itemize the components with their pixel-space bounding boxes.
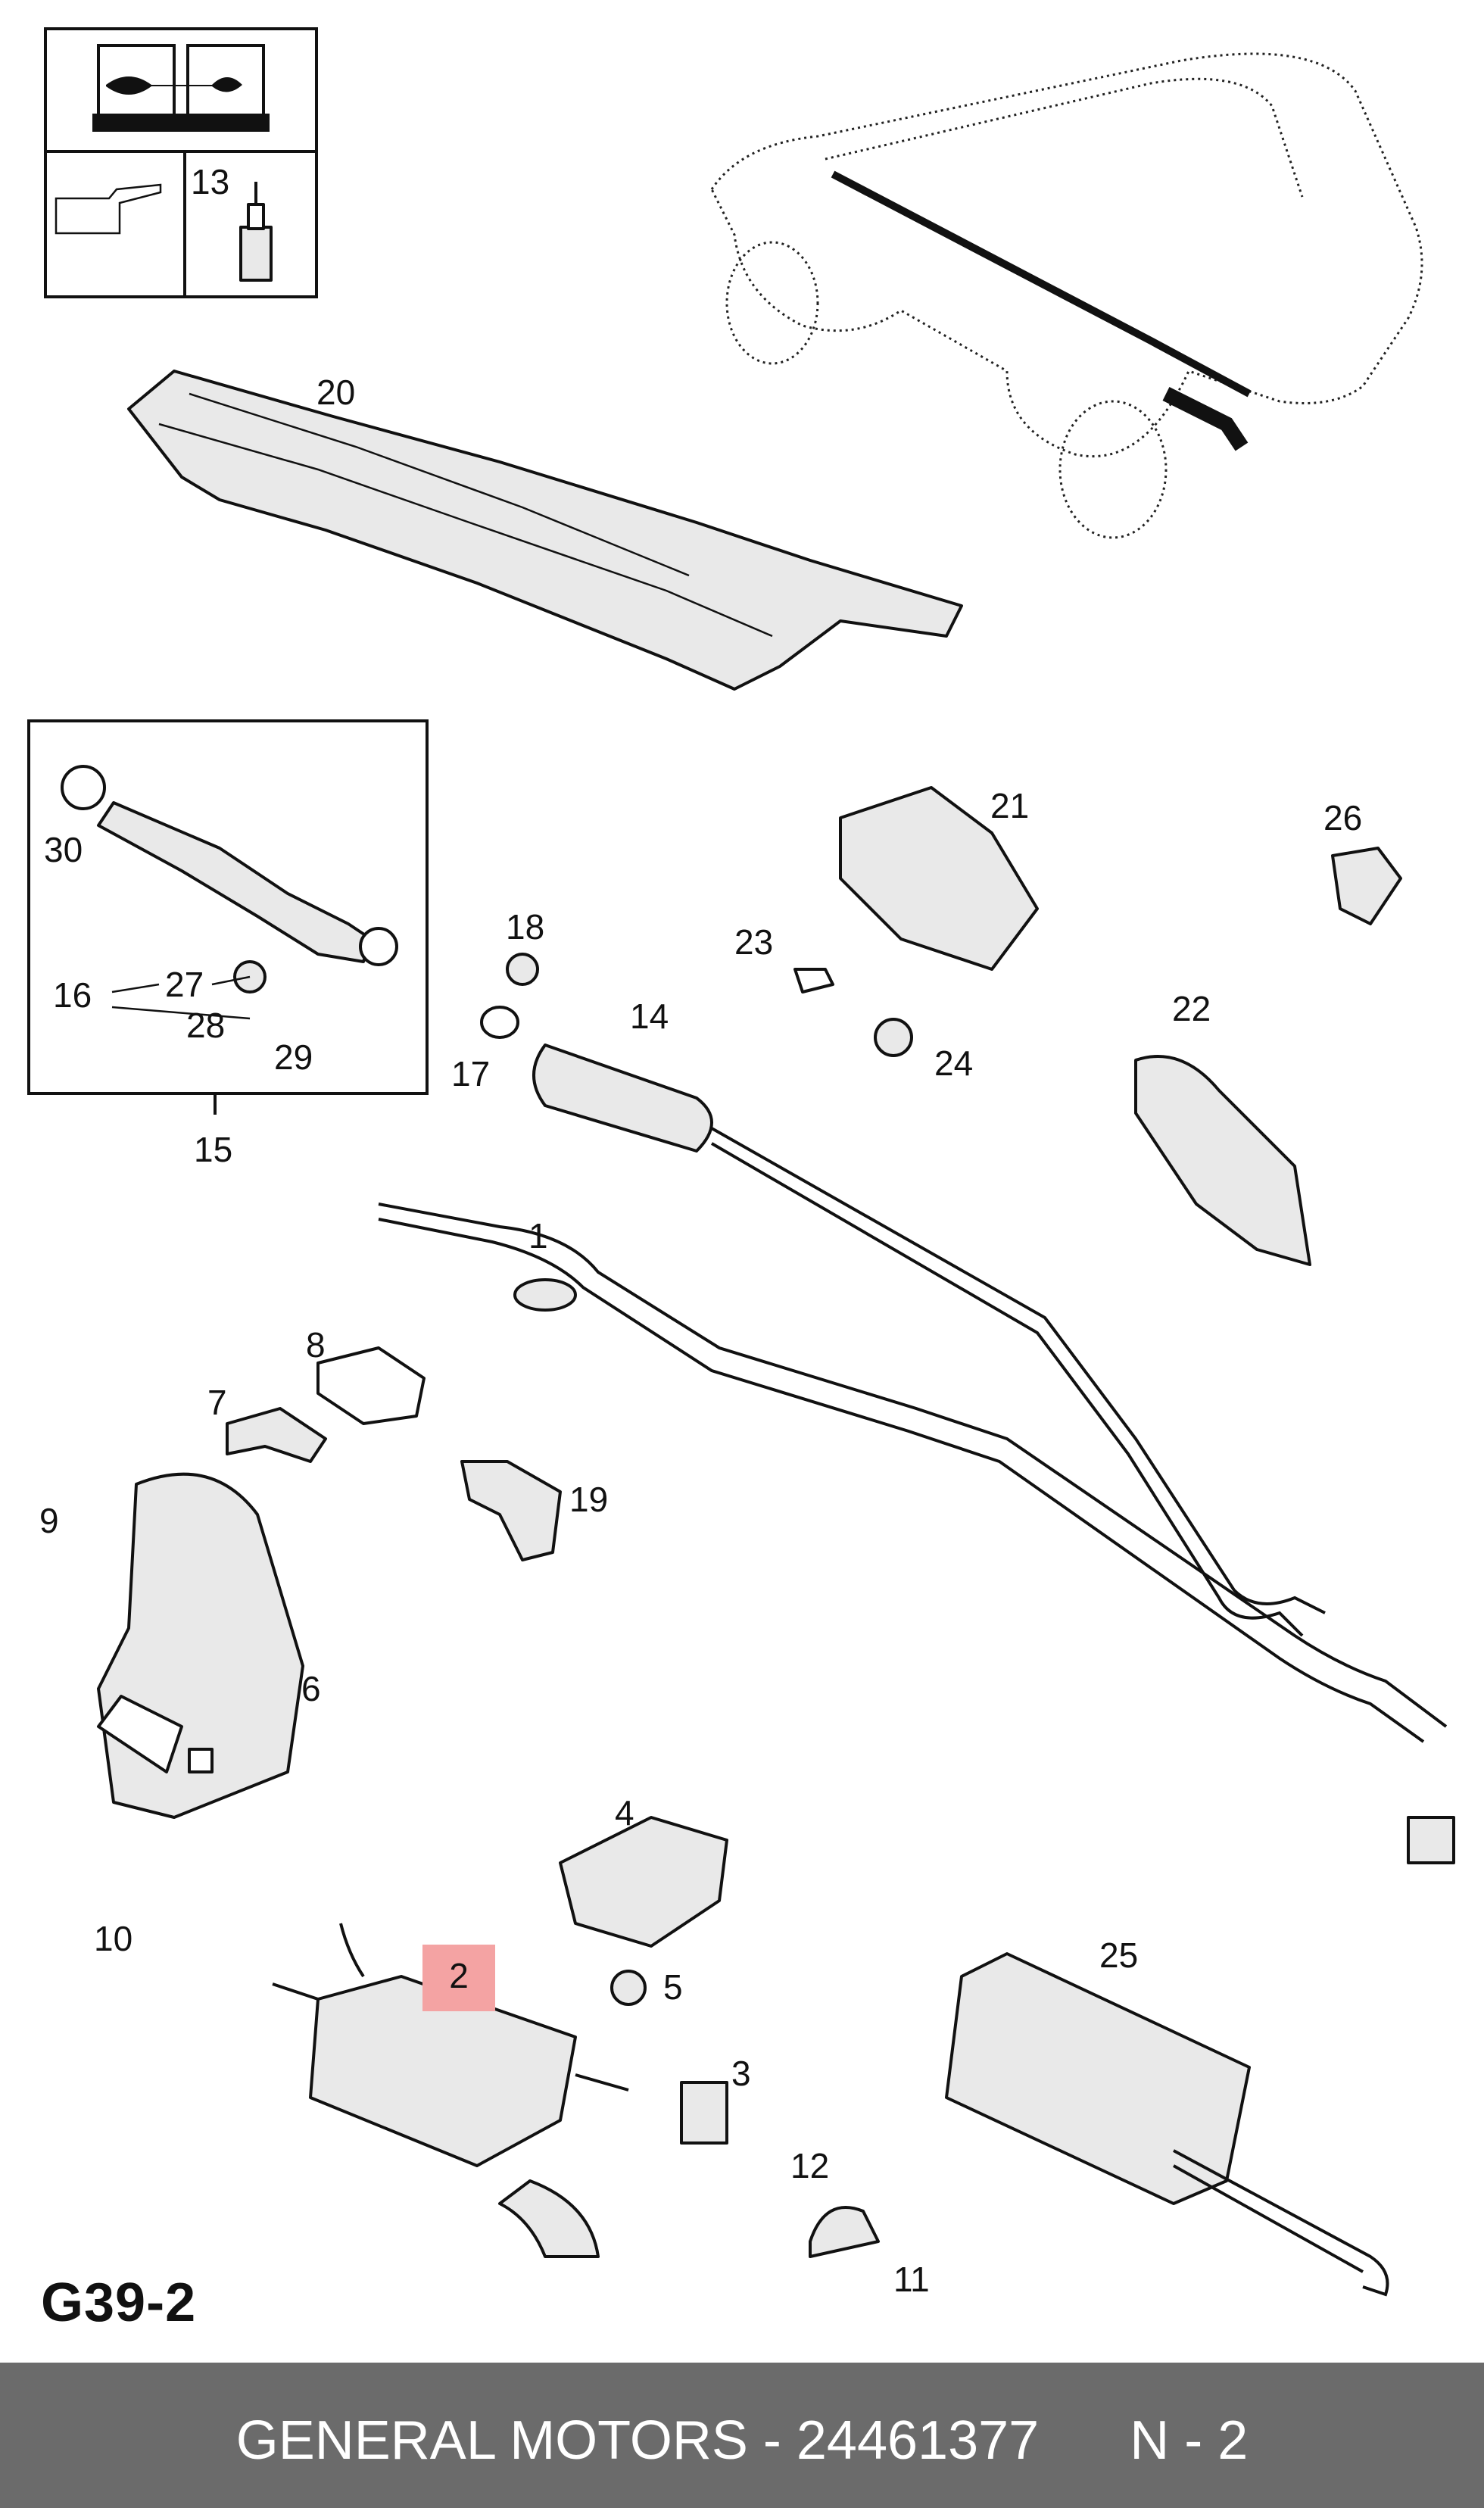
callout-11: 11 — [893, 2260, 930, 2299]
callout-6: 6 — [301, 1669, 321, 1708]
part-20-heat-shield — [127, 370, 963, 691]
leader-lines — [111, 975, 251, 1020]
callout-24: 24 — [934, 1043, 973, 1083]
callout-15: 15 — [194, 1130, 232, 1169]
part-14-middle-pipe — [532, 1043, 1326, 1637]
repair-manual-icon — [92, 44, 270, 132]
callout-1: 1 — [528, 1216, 548, 1256]
callout-28: 28 — [186, 1006, 225, 1045]
vehicle-outline — [710, 52, 1423, 539]
callout-17: 17 — [451, 1054, 490, 1093]
callout-4: 4 — [615, 1793, 634, 1833]
manual-inset-box: 13 — [44, 27, 318, 298]
callout-2: 2 — [449, 1956, 469, 1995]
callout-3: 3 — [731, 2054, 751, 2093]
callout-12: 12 — [790, 2146, 829, 2185]
callout-30: 30 — [44, 830, 83, 869]
callout-18: 18 — [506, 907, 544, 947]
oil-can-icon — [55, 183, 162, 235]
callout-19: 19 — [569, 1480, 608, 1519]
callout-26: 26 — [1323, 798, 1362, 838]
part-25-rear-muffler — [945, 1952, 1389, 2297]
footer-bar: GENERAL MOTORS - 24461377 N - 2 — [0, 2363, 1484, 2508]
part-1-front-pipe — [378, 1203, 1455, 1864]
exhaust-parts-diagram: 13 — [27, 27, 1455, 2299]
footer-part-number: GENERAL MOTORS - 24461377 N - 2 — [235, 2410, 1249, 2471]
callout-8: 8 — [306, 1325, 326, 1365]
callout-7: 7 — [207, 1383, 227, 1422]
sealant-tube-icon — [239, 182, 273, 282]
callout-14: 14 — [630, 997, 669, 1036]
small-parts — [226, 786, 1402, 2258]
section-code: G39-2 — [41, 2272, 197, 2333]
callout-29: 29 — [274, 1037, 313, 1077]
callout-labels: 1 3 4 5 6 7 8 9 10 11 12 14 15 16 17 18 … — [39, 373, 1362, 2299]
callout-27: 27 — [165, 965, 204, 1004]
callout-10: 10 — [94, 1919, 132, 1958]
part-6-catalytic-converter — [97, 1472, 304, 1819]
callout-25: 25 — [1099, 1936, 1138, 1975]
inset-box-15 — [27, 719, 429, 1115]
callout-9: 9 — [39, 1501, 59, 1540]
callout-22: 22 — [1172, 989, 1211, 1028]
callout-20: 20 — [316, 373, 355, 412]
callout-21: 21 — [990, 786, 1029, 825]
callout-13: 13 — [191, 162, 229, 201]
callout-5: 5 — [663, 1967, 683, 2007]
callout-16: 16 — [53, 975, 92, 1015]
highlighted-callout-2[interactable]: 2 — [422, 1945, 495, 2011]
part-2-rear-muffler — [272, 1923, 629, 2258]
callout-23: 23 — [734, 922, 773, 962]
